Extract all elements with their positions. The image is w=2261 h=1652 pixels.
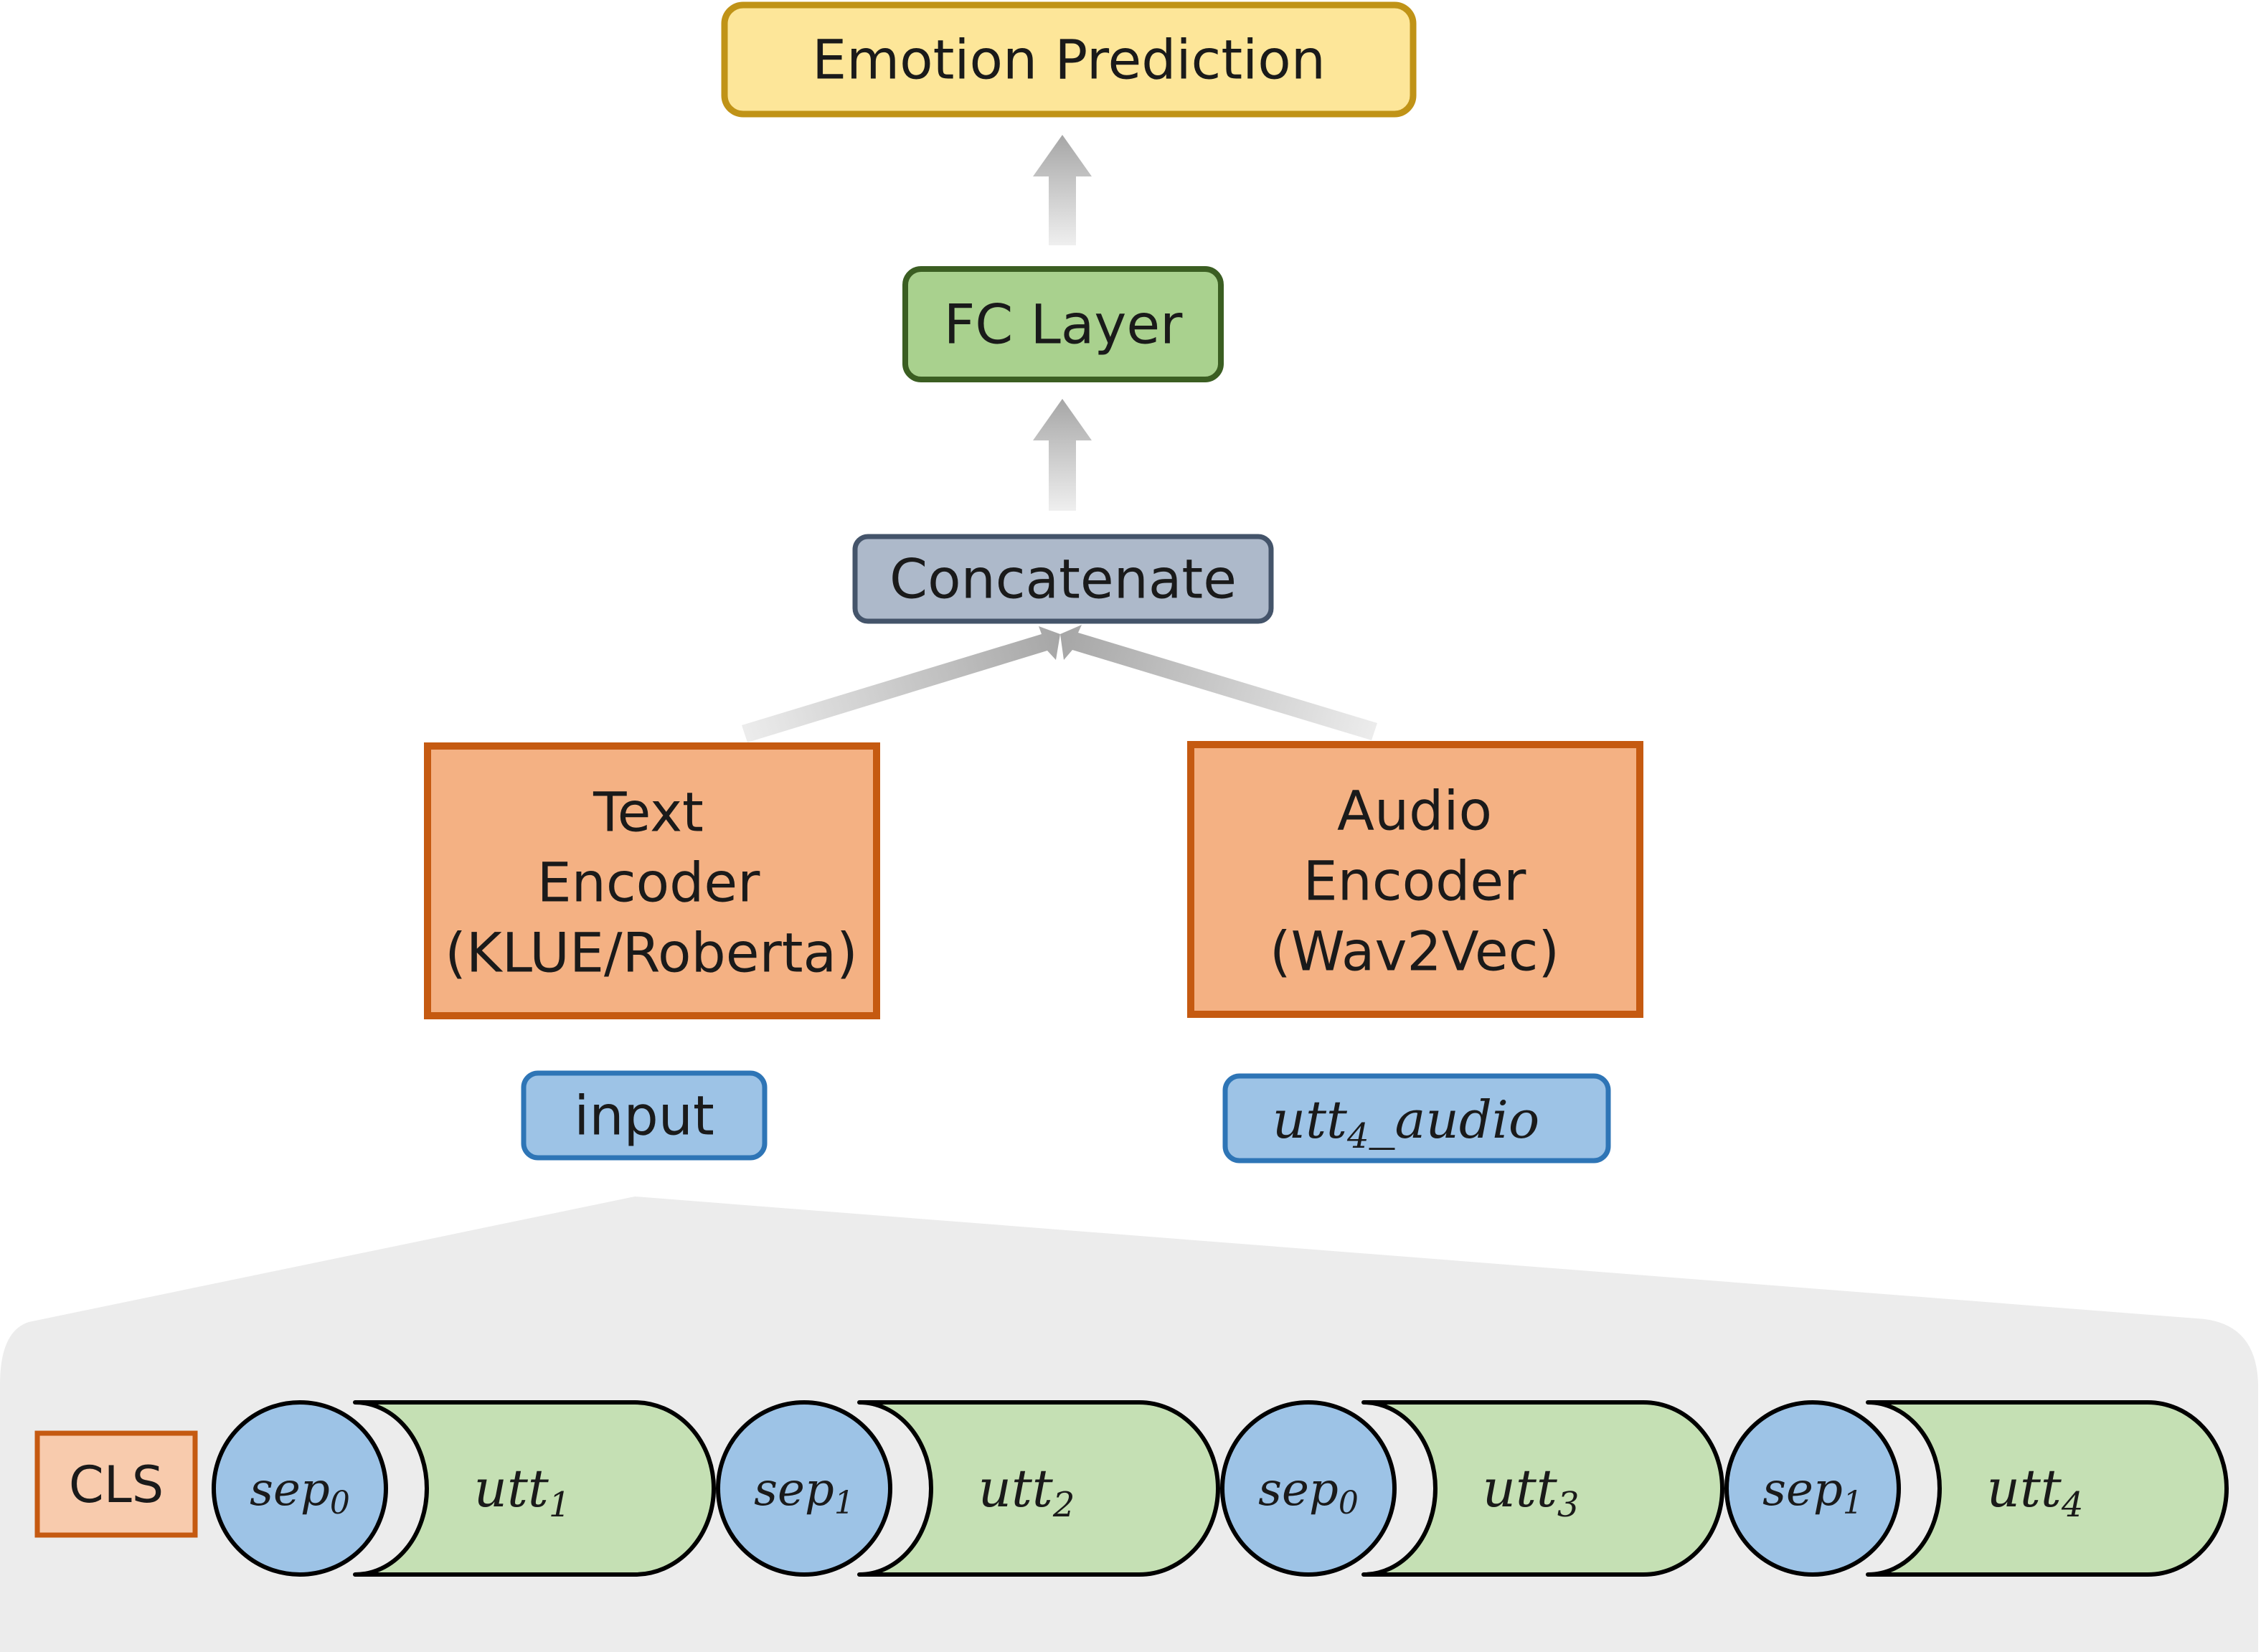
text-encoder-node: Text Encoder (KLUE/Roberta) xyxy=(424,742,880,1019)
utterance-token-label: utt3 xyxy=(1483,1458,1580,1525)
separator-token: sep0 xyxy=(1220,1400,1397,1577)
utterance-token: utt2 xyxy=(857,1400,1220,1577)
text-encoder-line-3: (KLUE/Roberta) xyxy=(445,921,857,985)
fc-layer-node: FC Layer xyxy=(902,266,1224,382)
audio-encoder-line-3: (Wav2Vec) xyxy=(1270,920,1559,983)
cls-token-label: CLS xyxy=(69,1455,164,1514)
audio-encoder-line-2: Encoder xyxy=(1303,849,1526,913)
utterance-token-label: utt1 xyxy=(474,1458,571,1525)
audio-input-node: utt4_audio xyxy=(1222,1073,1611,1164)
concatenate-label: Concatenate xyxy=(889,547,1237,611)
utterance-token: utt3 xyxy=(1361,1400,1724,1577)
utterance-token-label: utt4 xyxy=(1987,1458,2084,1525)
arrow-concat-to-fc xyxy=(1033,399,1092,511)
separator-token: sep1 xyxy=(716,1400,892,1577)
emotion-prediction-label: Emotion Prediction xyxy=(812,28,1326,92)
separator-token-label: sep0 xyxy=(1258,1463,1359,1521)
arrow-audio-encoder-to-concat xyxy=(1060,625,1377,740)
text-encoder-line-2: Encoder xyxy=(537,851,760,915)
separator-token: sep0 xyxy=(212,1400,388,1577)
emotion-prediction-node: Emotion Prediction xyxy=(721,1,1417,118)
separator-token-label: sep0 xyxy=(250,1463,350,1521)
concatenate-node: Concatenate xyxy=(852,534,1274,624)
utterance-token: utt4 xyxy=(1866,1400,2229,1577)
text-encoder-line-1: Text xyxy=(593,780,704,844)
separator-token-label: sep1 xyxy=(1762,1463,1863,1521)
separator-token: sep1 xyxy=(1724,1400,1901,1577)
audio-encoder-node: Audio Encoder (Wav2Vec) xyxy=(1187,741,1643,1018)
text-input-label: input xyxy=(574,1084,714,1148)
fc-layer-label: FC Layer xyxy=(944,293,1184,357)
audio-encoder-line-1: Audio xyxy=(1337,779,1492,843)
separator-token-label: sep1 xyxy=(754,1463,854,1521)
arrow-text-encoder-to-concat xyxy=(742,626,1060,742)
utterance-token-label: utt2 xyxy=(978,1458,1075,1525)
cls-token: CLS xyxy=(34,1430,198,1538)
audio-input-label: utt4_audio xyxy=(1273,1090,1540,1156)
text-input-node: input xyxy=(521,1070,768,1161)
utterance-token: utt1 xyxy=(353,1400,716,1577)
input-sequence: CLS utt1 sep0 utt2 sep1 utt3 sep0 utt4 sep1 xyxy=(34,1400,2229,1577)
arrow-fc-to-emotion xyxy=(1033,135,1092,245)
